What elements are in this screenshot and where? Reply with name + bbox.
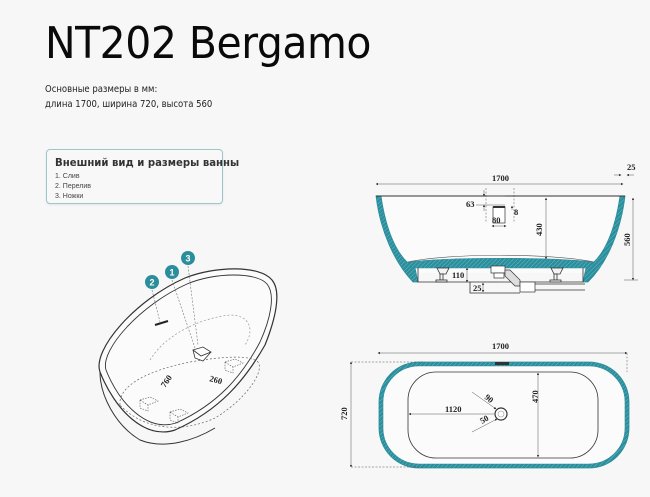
svg-text:3: 3	[185, 254, 190, 264]
dim-top-length: 1700	[492, 341, 509, 351]
tub-inner-rim	[104, 274, 272, 426]
perspective-view: 760 260 2 1 3	[98, 251, 278, 445]
legend-title: Внешний вид и размеры ванны	[55, 156, 240, 169]
dim-inner-depth: 430	[534, 223, 544, 236]
dim-inner-width: 470	[530, 390, 540, 403]
tub-outer-rim	[98, 268, 278, 433]
marker-1: 1	[165, 265, 179, 279]
legend-item-drain: 1. Слив	[55, 173, 80, 180]
top-overflow	[495, 362, 509, 365]
legend-item-overflow: 2. Перелив	[55, 183, 91, 190]
marker-3: 3	[181, 251, 195, 265]
side-drain	[490, 265, 585, 293]
svg-text:1: 1	[169, 268, 174, 278]
dim-inner-length: 1120	[445, 404, 462, 414]
legend-item-feet: 3. Ножки	[55, 193, 84, 200]
dim-rim: 25	[627, 162, 636, 172]
top-view: 1700 720 1120 470 90 50	[339, 341, 630, 469]
dim-260: 260	[208, 373, 223, 386]
dim-overflow-gap: 8	[514, 207, 518, 217]
subtitle-line-2: длина 1700, ширина 720, высота 560	[45, 99, 213, 110]
page-title: NT202 Bergamo	[45, 18, 371, 69]
dim-drain-offset: 25	[473, 283, 482, 293]
main-dimensions-text: Основные размеры в мм: длина 1700, ширин…	[45, 82, 212, 112]
dim-height: 560	[622, 233, 632, 246]
marker-2: 2	[145, 275, 159, 289]
dim-length: 1700	[492, 173, 509, 183]
legend-list: 1. Слив 2. Перелив 3. Ножки	[55, 172, 91, 202]
overflow-slot	[154, 320, 169, 326]
top-drain	[494, 407, 508, 421]
left-wall	[375, 195, 419, 283]
dim-top-width: 720	[339, 407, 349, 420]
right-wall	[582, 195, 626, 283]
legend-box: Внешний вид и размеры ванны 1. Слив 2. П…	[46, 149, 239, 204]
svg-text:2: 2	[149, 278, 154, 288]
side-view: 1700 25 63 8 80 430 560 110 25	[375, 162, 638, 294]
dim-foot-height: 110	[452, 270, 464, 280]
dim-overflow-offset: 63	[466, 199, 475, 209]
dim-overflow-width: 80	[492, 215, 501, 225]
drain-fixture	[192, 346, 212, 362]
subtitle-line-1: Основные размеры в мм:	[45, 84, 158, 95]
